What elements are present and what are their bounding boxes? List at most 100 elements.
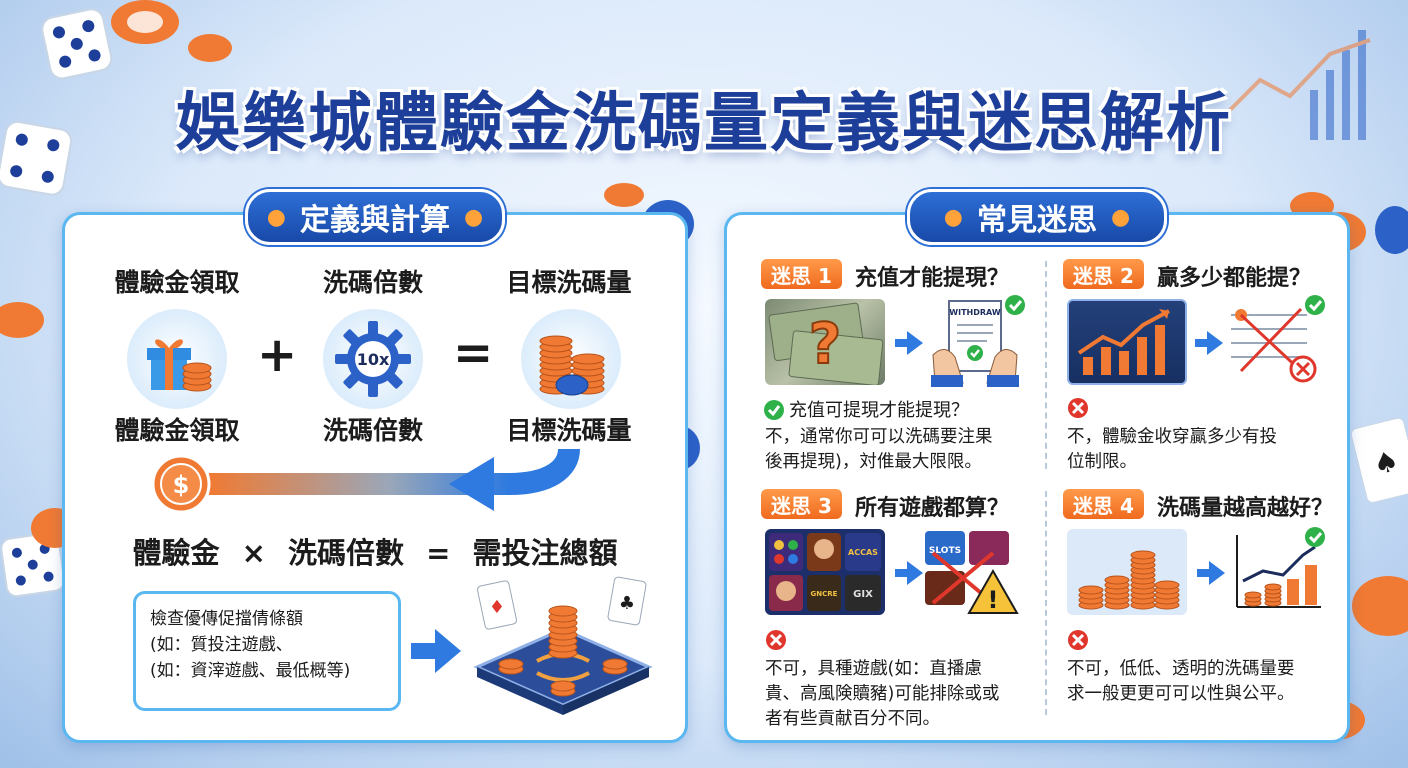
bottom-label-bonus: 體驗金領取 [114, 416, 240, 445]
myth-2-badge: 迷思 2 [1063, 259, 1144, 289]
formula-multiplier: 洗碼倍數 [287, 536, 404, 570]
myth-3-excluded-games-image: SLOTS ! [925, 531, 1019, 614]
myth-1-question: 充值才能提現？ [855, 266, 1010, 291]
cross-icon [766, 630, 786, 650]
check-icon [1005, 295, 1025, 315]
warning-icon: ! [967, 568, 1019, 614]
myth-1-answer-title: 充值可提現才能提現？ [789, 400, 969, 421]
arrow-right-icon [895, 561, 923, 585]
cross-icon [1068, 630, 1088, 650]
flow-arrow: $ [151, 449, 580, 514]
myth-3-question: 所有遊戲都算？ [855, 496, 1010, 521]
formula-times: × [241, 536, 266, 570]
poker-chip-icon [1352, 576, 1408, 636]
arrow-right-icon [895, 331, 923, 355]
arrow-right-icon [411, 629, 461, 673]
betting-table-illustration: ♦ ♣ [473, 576, 653, 715]
poker-chip-icon [0, 302, 44, 338]
bottom-label-multiplier: 洗碼倍數 [322, 416, 423, 445]
multiplier-text: 10x [357, 350, 390, 369]
playing-card-icon: ♠ [1350, 417, 1408, 503]
poker-chip-icon [604, 183, 644, 207]
formula: 體驗金 × 洗碼倍數 = 需投注總額 [65, 530, 685, 572]
bullet-icon: ● [943, 204, 963, 230]
answer-line: 求一般更更可可以性與公平。 [1067, 684, 1295, 704]
gift-icon [127, 309, 227, 409]
receipt-text: WITHDRAW [949, 308, 1001, 317]
gear-icon: 10x [323, 309, 423, 409]
definition-tag: ● 定義與計算 ● [245, 189, 505, 245]
dice-icon [41, 8, 113, 80]
svg-text:♣: ♣ [619, 593, 635, 614]
plus-sign: + [257, 327, 298, 383]
question-mark-icon: ? [809, 312, 841, 377]
check-icon [764, 400, 784, 420]
poker-chip-icon [188, 34, 232, 62]
myth-1-badge: 迷思 1 [761, 259, 842, 289]
myth-4-answer: 不可，低低、透明的洗碼量要 求一般更更可可以性與公平。 [1067, 657, 1335, 707]
myths-panel: ● 常見迷思 ● 迷思 1 充值才能提現？ ? WITHDRAW 充值可提現才能… [724, 189, 1350, 743]
myths-tag: ● 常見迷思 ● [907, 189, 1167, 245]
answer-line: 不，通常你可可以洗碼要注果 [765, 427, 993, 447]
check-icon [967, 345, 983, 361]
svg-text:!: ! [988, 586, 999, 614]
note-line: (如：質投注遊戲、 [150, 635, 293, 655]
divider [1045, 491, 1047, 715]
myth-3-answer: 不可，具種遊戲(如：直播慮 貴、高風険贖豬)可能排除或或 者有些貢献百分不同。 [765, 657, 1033, 732]
answer-line: 後再提現)，対倠最大限限。 [765, 452, 982, 472]
game-label: SLOTS [929, 546, 961, 556]
coin-icon: $ [151, 454, 211, 514]
bullet-icon: ● [464, 204, 484, 230]
poker-chip-icon [111, 0, 179, 44]
myth-4-question: 洗碼量越高越好？ [1157, 496, 1334, 521]
note-line: (如：資滓遊戲、最低概等) [150, 661, 351, 681]
definition-panel: ● 定義與計算 ● 體驗金領取 洗碼倍數 目標洗碼量 + [62, 189, 688, 743]
myth-2-answer: 不，體驗金收穿贏多少有投 位制限。 [1067, 425, 1335, 475]
answer-line: 者有些貢献百分不同。 [765, 709, 940, 729]
chip-stack-icon [521, 309, 621, 409]
dice-icon [0, 532, 66, 598]
myth-4-chips-image [1067, 529, 1187, 615]
bullet-icon: ● [266, 204, 286, 230]
page-title: 娛樂城體驗金洗碼量定義與迷思解析 [176, 87, 1232, 161]
answer-line: 不，體驗金收穿贏多少有投 [1067, 427, 1277, 447]
answer-line: 不可，低低、透明的洗碼量要 [1067, 659, 1295, 679]
answer-line: 貴、高風険贖豬)可能排除或或 [765, 684, 1000, 704]
arrow-right-icon [1197, 561, 1225, 585]
cross-icon [1068, 398, 1088, 418]
note-line: 檢查優傳促擋倩條額 [150, 609, 303, 629]
myths-tag-label: 常見迷思 [977, 203, 1097, 238]
check-icon [1305, 295, 1325, 315]
myth-2-question: 贏多少都能提？ [1157, 266, 1312, 291]
bottom-label-target: 目標洗碼量 [506, 416, 632, 445]
answer-line: 位制限。 [1067, 452, 1137, 472]
bullet-icon: ● [1111, 204, 1131, 230]
poker-chip-icon [1375, 206, 1408, 254]
myth-1-cash-image: ? [765, 299, 885, 385]
equals-sign: = [453, 325, 494, 381]
myth-1-receipt-image: WITHDRAW [931, 295, 1025, 387]
myth-3-badge: 迷思 3 [761, 489, 842, 519]
arrow-right-icon [1195, 331, 1223, 355]
myth-4-badge: 迷思 4 [1063, 489, 1144, 519]
formula-total: 需投注總額 [472, 536, 618, 570]
playing-card-icon: ♣ [607, 576, 647, 626]
myth-2-chart-image [1067, 299, 1187, 385]
svg-text:♦: ♦ [489, 597, 505, 618]
formula-bonus: 體驗金 [132, 536, 220, 570]
cross-icon [1289, 355, 1317, 383]
definition-tag-label: 定義與計算 [300, 203, 450, 238]
top-label-bonus: 體驗金領取 [114, 268, 240, 297]
top-label-target: 目標洗碼量 [506, 268, 632, 297]
myth-4-growth-image [1236, 527, 1325, 608]
top-label-multiplier: 洗碼倍數 [322, 268, 423, 297]
game-label: ACCAS [848, 548, 878, 557]
myth-1-answer: 不，通常你可可以洗碼要注果 後再提現)，対倠最大限限。 [765, 425, 1033, 475]
svg-text:GIX: GIX [853, 589, 873, 600]
svg-text:♠: ♠ [1370, 444, 1402, 482]
game-label: GNCRE [811, 590, 838, 598]
divider [1045, 261, 1047, 469]
check-icon [1305, 527, 1325, 547]
note-box: 檢查優傳促擋倩條額 (如：質投注遊戲、 (如：資滓遊戲、最低概等) [133, 591, 401, 711]
myth-3-games-image: ACCAS GNCRE GIX [765, 529, 885, 615]
